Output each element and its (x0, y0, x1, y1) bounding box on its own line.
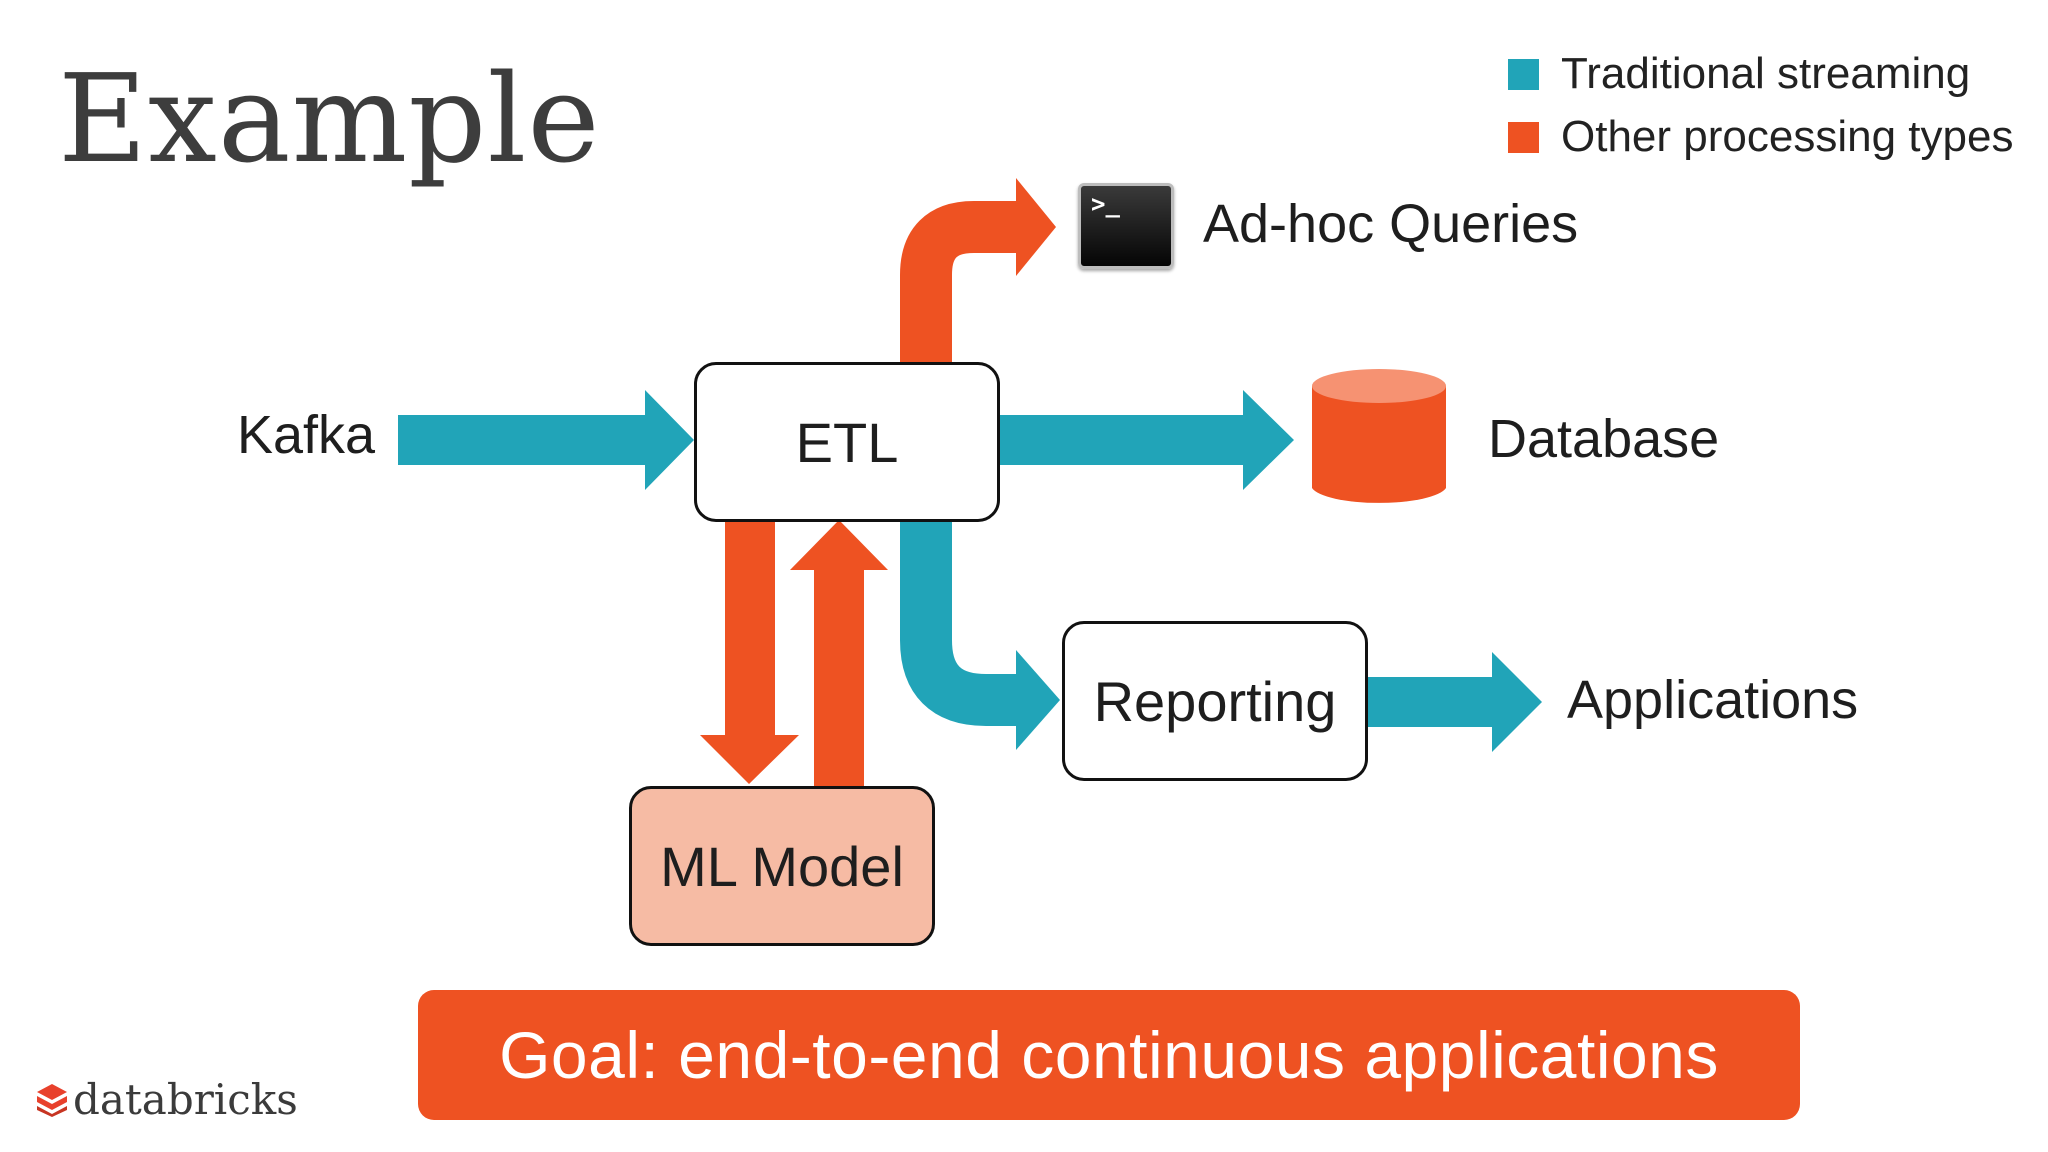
terminal-prompt: >_ (1091, 190, 1120, 218)
applications-label: Applications (1567, 670, 1859, 730)
arrow-reporting-to-applications (1364, 652, 1542, 752)
goal-text: Goal: end-to-end continuous applications (499, 1018, 1719, 1092)
legend-swatch-orange (1508, 121, 1539, 153)
arrow-ml-to-etl (790, 520, 888, 786)
database-label: Database (1488, 409, 1720, 469)
kafka-label: Kafka (237, 405, 376, 465)
reporting-label: Reporting (1093, 669, 1337, 733)
databricks-logo-icon (37, 1083, 67, 1117)
legend-swatch-teal (1508, 58, 1539, 90)
adhoc-queries-label: Ad-hoc Queries (1203, 194, 1579, 254)
arrow-etl-to-database (998, 390, 1294, 490)
etl-box: ETL (694, 362, 1000, 522)
databricks-logo: databricks (35, 1075, 298, 1124)
database-icon (1312, 369, 1446, 503)
arrow-etl-to-reporting-head (1016, 650, 1060, 750)
arrow-kafka-to-etl (398, 390, 694, 490)
ml-model-box: ML Model (629, 786, 935, 946)
arrow-etl-to-adhoc (900, 201, 1016, 362)
arrow-etl-to-adhoc-head (1016, 178, 1056, 276)
arrow-etl-to-reporting (900, 515, 1016, 726)
databricks-logo-text: databricks (73, 1075, 298, 1124)
reporting-box: Reporting (1062, 621, 1368, 781)
legend-label: Other processing types (1561, 112, 2014, 161)
legend-item-other: Other processing types (1508, 112, 2013, 162)
legend-item-traditional: Traditional streaming (1508, 49, 1970, 99)
arrow-etl-to-ml (700, 520, 799, 784)
slide-title: Example (58, 48, 601, 190)
terminal-icon: >_ (1078, 183, 1174, 269)
legend-label: Traditional streaming (1561, 49, 1971, 98)
goal-banner: Goal: end-to-end continuous applications (418, 990, 1800, 1120)
etl-label: ETL (795, 410, 899, 474)
ml-model-label: ML Model (660, 834, 904, 898)
